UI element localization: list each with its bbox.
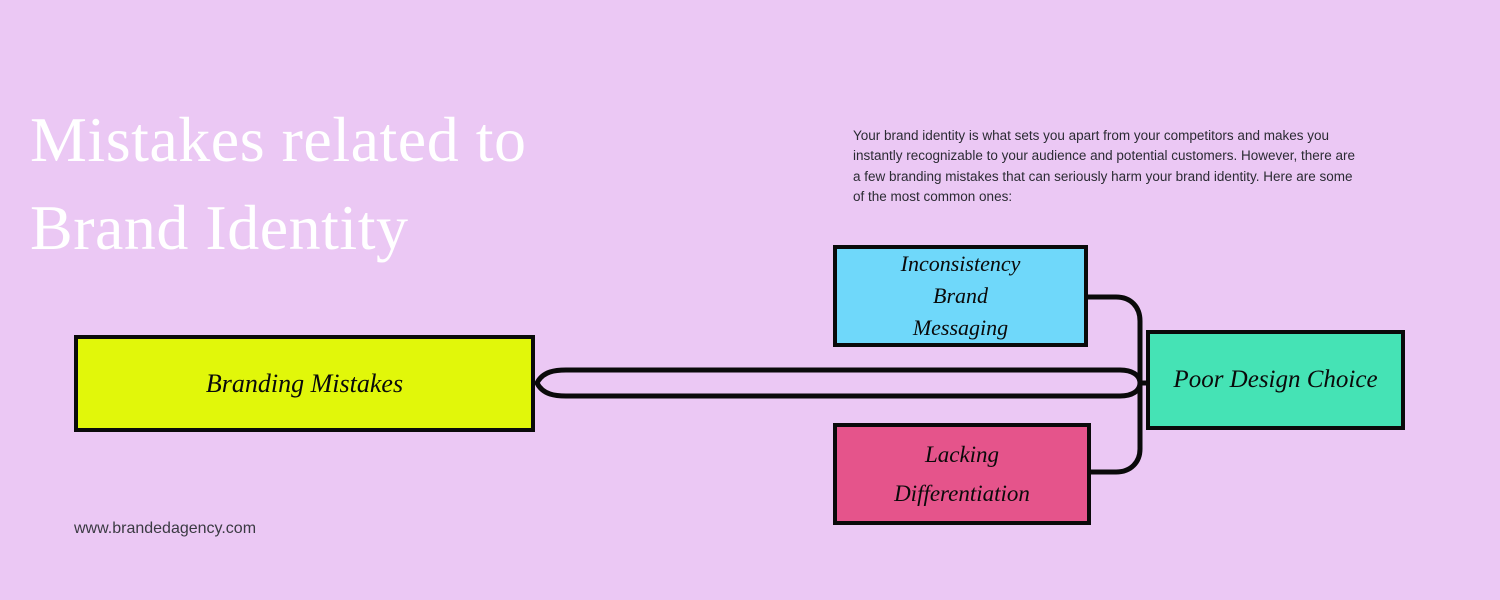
node-lacking-differentiation-label: Lacking Differentiation [894,442,1030,506]
node-lacking-differentiation[interactable]: Lacking Differentiation [833,423,1091,525]
node-poor-design-choice-label: Poor Design Choice [1173,366,1378,393]
page-title: Mistakes related to Brand Identity [30,104,527,263]
node-branding-mistakes-label: Branding Mistakes [205,368,404,398]
footer-url[interactable]: www.brandedagency.com [74,520,257,537]
node-branding-mistakes[interactable]: Branding Mistakes [74,335,535,432]
intro-paragraph: Your brand identity is what sets you apa… [853,127,1356,205]
node-inconsistency-brand-messaging[interactable]: Inconsistency Brand Messaging [833,245,1088,347]
node-inconsistency-brand-messaging-label: Inconsistency Brand Messaging [900,251,1021,340]
node-poor-design-choice[interactable]: Poor Design Choice [1146,330,1405,430]
